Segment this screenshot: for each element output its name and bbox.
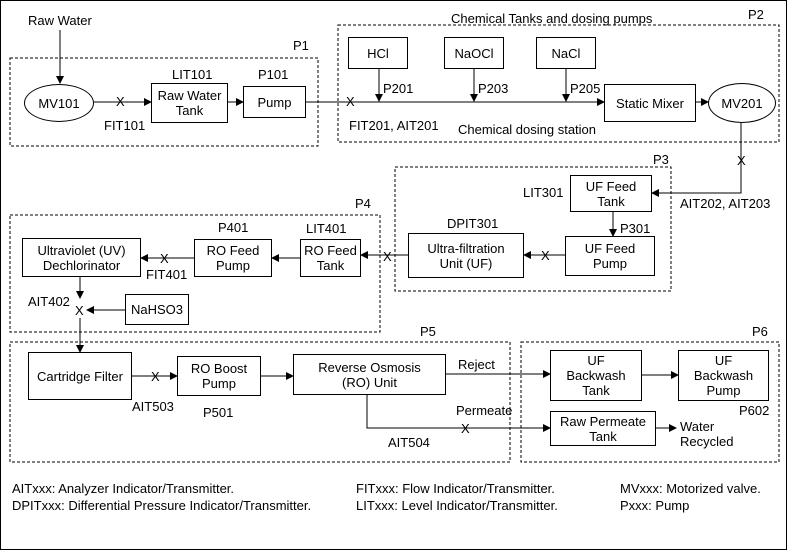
label-ait202-ait203: AIT202, AIT203 <box>680 196 771 211</box>
cartridge-filter: Cartridge Filter <box>28 352 132 400</box>
naocl-tank: NaOCl <box>444 37 504 69</box>
diagram-title: Chemical Tanks and dosing pumps <box>451 11 653 26</box>
stage-p5-boundary <box>9 341 511 463</box>
mv101-label: MV101 <box>38 95 80 111</box>
label-p301: P301 <box>620 221 651 236</box>
legend-p: Pxxx: Pump <box>620 498 690 513</box>
cartridge-filter-label: Cartridge Filter <box>37 368 123 384</box>
nacl-label: NaCl <box>551 45 581 61</box>
pump-p101-label: Pump <box>257 94 292 110</box>
label-fit101: FIT101 <box>104 118 146 133</box>
stage-label-p2: P2 <box>748 7 764 22</box>
stage-boundaries <box>9 24 780 463</box>
sensor-mark-uf-out: X <box>383 249 392 264</box>
label-reject: Reject <box>458 357 495 372</box>
nacl-tank: NaCl <box>536 37 596 69</box>
label-p203: P203 <box>478 81 509 96</box>
stage-p3-boundary <box>394 166 672 292</box>
nahso3-label: NaHSO3 <box>130 302 184 317</box>
mv201-label: MV201 <box>721 95 763 111</box>
stage-p4-boundary <box>9 214 381 333</box>
sensor-mark-ait402: X <box>75 303 84 318</box>
nahso3-tank: NaHSO3 <box>125 294 189 325</box>
stage-p6-boundary <box>520 341 780 463</box>
static-mixer: Static Mixer <box>604 84 696 122</box>
label-permeate: Permeate <box>456 403 513 418</box>
label-lit101: LIT101 <box>172 67 213 82</box>
hcl-tank: HCl <box>348 37 408 69</box>
label-fit401: FIT401 <box>146 267 188 282</box>
label-p205: P205 <box>570 81 601 96</box>
label-ait504: AIT504 <box>388 435 430 450</box>
pump-p101: Pump <box>243 86 306 118</box>
mv101-valve: MV101 <box>24 84 94 122</box>
raw-water-source-label: Raw Water <box>28 13 92 28</box>
ro-unit: Reverse Osmosis(RO) Unit <box>293 354 446 395</box>
sensor-mark-fit401: X <box>160 251 169 266</box>
label-chemical-dosing-station: Chemical dosing station <box>458 122 597 137</box>
label-lit301: LIT301 <box>523 185 564 200</box>
mv201-to-uf-feed-tank-line <box>651 123 742 197</box>
label-p401: P401 <box>218 220 249 235</box>
legend-lit: LITxxx: Level Indicator/Transmitter. <box>356 498 558 513</box>
label-ait503: AIT503 <box>132 399 174 414</box>
sensor-mark-fit201: X <box>346 94 355 109</box>
stage-label-p4: P4 <box>355 196 371 211</box>
hcl-label: HCl <box>367 45 389 61</box>
legend-dpit: DPITxxx: Differential Pressure Indicator… <box>12 498 312 513</box>
uv-dechlorinator: Ultraviolet (UV)Dechlorinator <box>22 238 141 277</box>
label-fit201-ait201: FIT201, AIT201 <box>349 118 439 133</box>
stage-p2-boundary <box>337 24 780 143</box>
legend-fit: FITxxx: Flow Indicator/Transmitter. <box>356 481 555 496</box>
label-lit401: LIT401 <box>306 221 347 236</box>
sensor-mark-ait202: X <box>737 153 746 168</box>
uv-dechlorinator-label: Ultraviolet (UV)Dechlorinator <box>37 242 126 273</box>
sensor-mark-ait504: X <box>461 421 470 436</box>
stage-label-p3: P3 <box>653 152 669 167</box>
label-p101: P101 <box>258 67 289 82</box>
static-mixer-label: Static Mixer <box>616 95 684 111</box>
stage-label-p6: P6 <box>752 324 768 339</box>
ro-unit-label: Reverse Osmosis(RO) Unit <box>318 359 421 390</box>
sensor-mark-fit101: X <box>116 94 125 109</box>
label-ait402: AIT402 <box>28 294 70 309</box>
stage-label-p1: P1 <box>293 38 309 53</box>
naocl-label: NaOCl <box>454 45 494 61</box>
mv201-valve: MV201 <box>708 83 776 123</box>
legend-ait: AITxxx: Analyzer Indicator/Transmitter. <box>12 481 235 496</box>
ro-permeate-line <box>366 395 551 432</box>
label-p501: P501 <box>203 405 234 420</box>
sensor-mark-uf-pump: X <box>541 248 550 263</box>
stage-label-p5: P5 <box>420 324 436 339</box>
label-p602: P602 <box>739 403 770 418</box>
label-dpit301: DPIT301 <box>447 216 499 231</box>
label-p201: P201 <box>383 81 414 96</box>
sensor-mark-ait503: X <box>151 369 160 384</box>
legend-mv: MVxxx: Motorized valve. <box>620 481 761 496</box>
